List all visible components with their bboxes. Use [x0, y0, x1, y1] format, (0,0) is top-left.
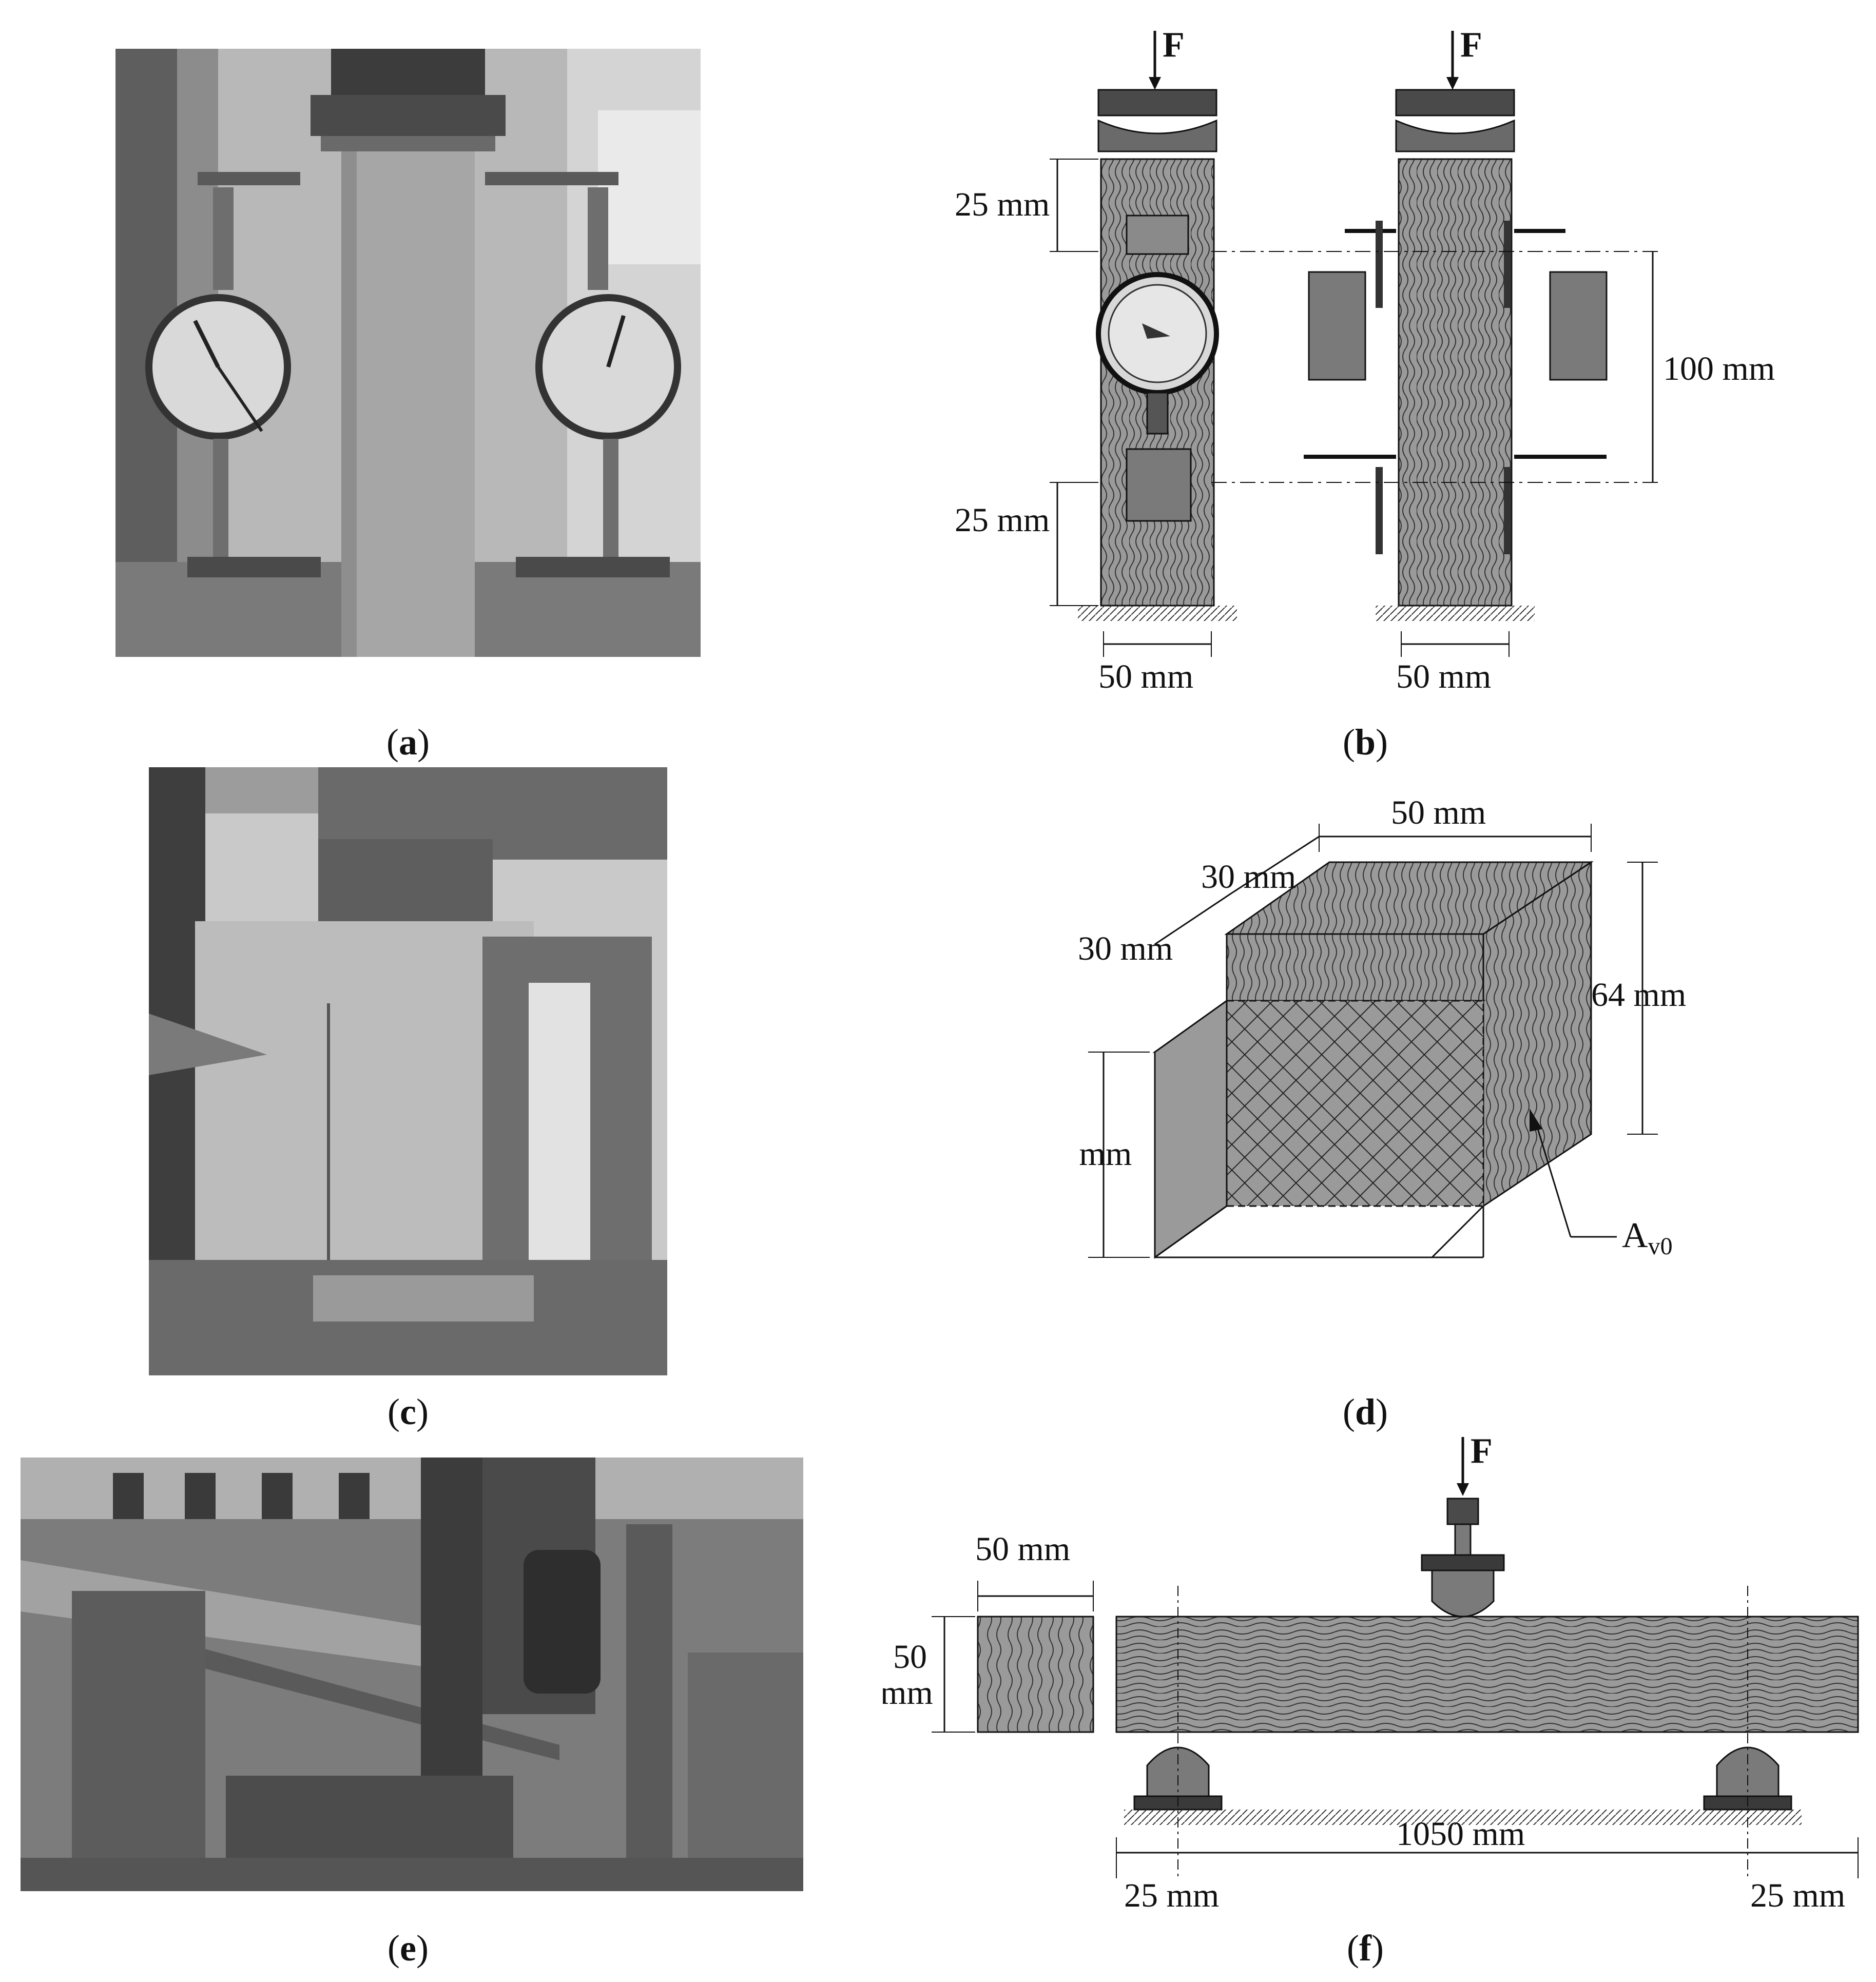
- diagram-shear-svg: 50 mm 30 mm 30 mm 64 mm 30 mm Av0: [1078, 794, 1686, 1260]
- diagram-compression-svg: F F 25 mm 25 mm: [955, 26, 1775, 693]
- panel-label-f: (f): [1347, 1928, 1384, 1969]
- diagram-shear-specimen: 50 mm 30 mm 30 mm 64 mm 30 mm Av0: [1078, 760, 1745, 1298]
- dim-bottom-25: 25 mm: [955, 501, 1050, 539]
- dim-d-64: 64 mm: [1591, 976, 1686, 1014]
- gauge-clamp-top-left: [1126, 215, 1189, 255]
- photo-bending-illustration: [21, 1458, 803, 1891]
- diagram-bending-setup: F 50 mm 50 mm 1050 mm 25 mm 25 mm: [883, 1427, 1876, 1919]
- beam-f: [1115, 1616, 1859, 1733]
- diagram-bending-svg: F 50 mm 50 mm 1050 mm 25 mm 25 mm: [883, 1431, 1859, 1914]
- dim-f-overhang-left: 25 mm: [1124, 1877, 1219, 1914]
- panel-label-d: (d): [1342, 1391, 1388, 1432]
- force-label-f: F: [1471, 1431, 1493, 1471]
- load-plate-left: [1097, 89, 1217, 116]
- dim-f-section-height-1: 50: [893, 1638, 927, 1676]
- force-label-right: F: [1460, 26, 1482, 65]
- photo-compression-illustration: [115, 49, 701, 657]
- dim-f-overhang-right: 25 mm: [1750, 1877, 1845, 1914]
- support-left-f: [1146, 1746, 1210, 1797]
- photo-compression-test: [115, 49, 701, 657]
- dim-f-section-width: 50 mm: [975, 1530, 1070, 1568]
- dim-width-right-50: 50 mm: [1396, 658, 1491, 693]
- dial-body-right-a: [1308, 271, 1366, 381]
- photo-shear-illustration: [149, 767, 667, 1375]
- dial-body-right-b: [1549, 271, 1608, 381]
- photo-shear-test: [149, 767, 667, 1375]
- cross-section-f: [977, 1616, 1094, 1733]
- dim-d-30-b: 30 mm: [1078, 930, 1173, 967]
- dim-width-left-50: 50 mm: [1098, 658, 1193, 693]
- dim-d-30-c: 30 mm: [1078, 1135, 1132, 1173]
- dim-gauge-100: 100 mm: [1663, 350, 1775, 387]
- specimen-right: [1398, 158, 1513, 607]
- panel-label-c: (c): [388, 1391, 429, 1432]
- loading-nose-f: [1431, 1569, 1495, 1618]
- shear-area: [1226, 1000, 1484, 1207]
- panel-label-b: (b): [1342, 722, 1388, 763]
- dim-f-span: 1050 mm: [1396, 1815, 1525, 1853]
- photo-bending-test: [21, 1458, 803, 1891]
- step-front-face: [1154, 999, 1228, 1259]
- load-plate-right: [1395, 89, 1515, 116]
- gauge-clamp-bottom-left: [1126, 448, 1192, 522]
- panel-label-a: (a): [386, 722, 430, 763]
- area-label-av0: Av0: [1622, 1216, 1673, 1260]
- support-right-f: [1716, 1746, 1780, 1797]
- dim-d-50: 50 mm: [1391, 794, 1486, 831]
- dim-f-section-height-2: mm: [883, 1674, 933, 1712]
- panel-label-e: (e): [388, 1928, 429, 1969]
- dim-top-25: 25 mm: [955, 186, 1050, 223]
- dim-d-30-a: 30 mm: [1201, 858, 1296, 896]
- load-head-f: [1446, 1498, 1479, 1525]
- diagram-compression-setup: F F 25 mm 25 mm: [944, 26, 1776, 693]
- force-label-left: F: [1163, 26, 1185, 65]
